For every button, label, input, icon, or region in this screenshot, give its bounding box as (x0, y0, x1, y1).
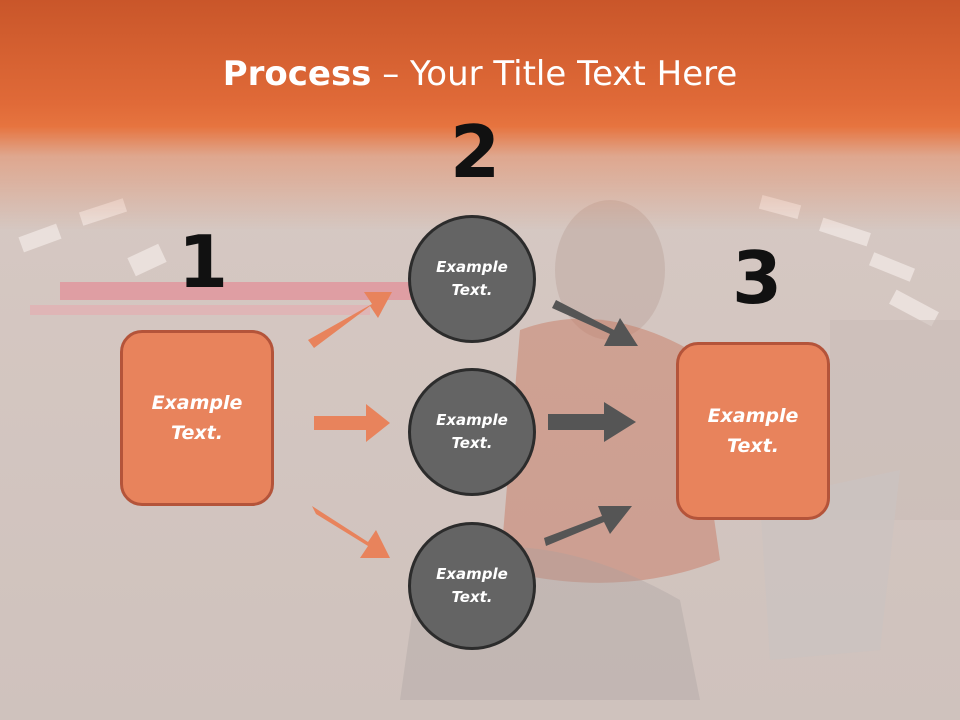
circle-bottom-label: Example Text. (436, 565, 508, 606)
arrow-from-circle-middle (548, 402, 636, 442)
left-box-label: Example Text. (151, 392, 243, 444)
arrow-to-circle-bottom (312, 506, 390, 558)
title-bold: Process (222, 54, 372, 94)
right-box-label: Example Text. (707, 405, 799, 457)
step-number-2: 2 (450, 110, 501, 194)
circle-top[interactable]: Example Text. (408, 215, 536, 343)
arrow-to-circle-top (308, 292, 392, 348)
title-rest: – Your Title Text Here (371, 54, 738, 94)
step-number-1: 1 (178, 220, 229, 304)
right-text-box[interactable]: Example Text. (676, 342, 830, 520)
circle-middle[interactable]: Example Text. (408, 368, 536, 496)
step-number-3: 3 (732, 236, 783, 320)
arrow-to-circle-middle (314, 404, 390, 442)
header-band (0, 0, 960, 230)
arrow-from-circle-top (552, 300, 638, 346)
circle-bottom[interactable]: Example Text. (408, 522, 536, 650)
circle-middle-label: Example Text. (436, 411, 508, 452)
left-text-box[interactable]: Example Text. (120, 330, 274, 506)
page-title: Process – Your Title Text Here (0, 52, 960, 96)
arrow-from-circle-bottom (544, 506, 632, 546)
circle-top-label: Example Text. (436, 258, 508, 299)
